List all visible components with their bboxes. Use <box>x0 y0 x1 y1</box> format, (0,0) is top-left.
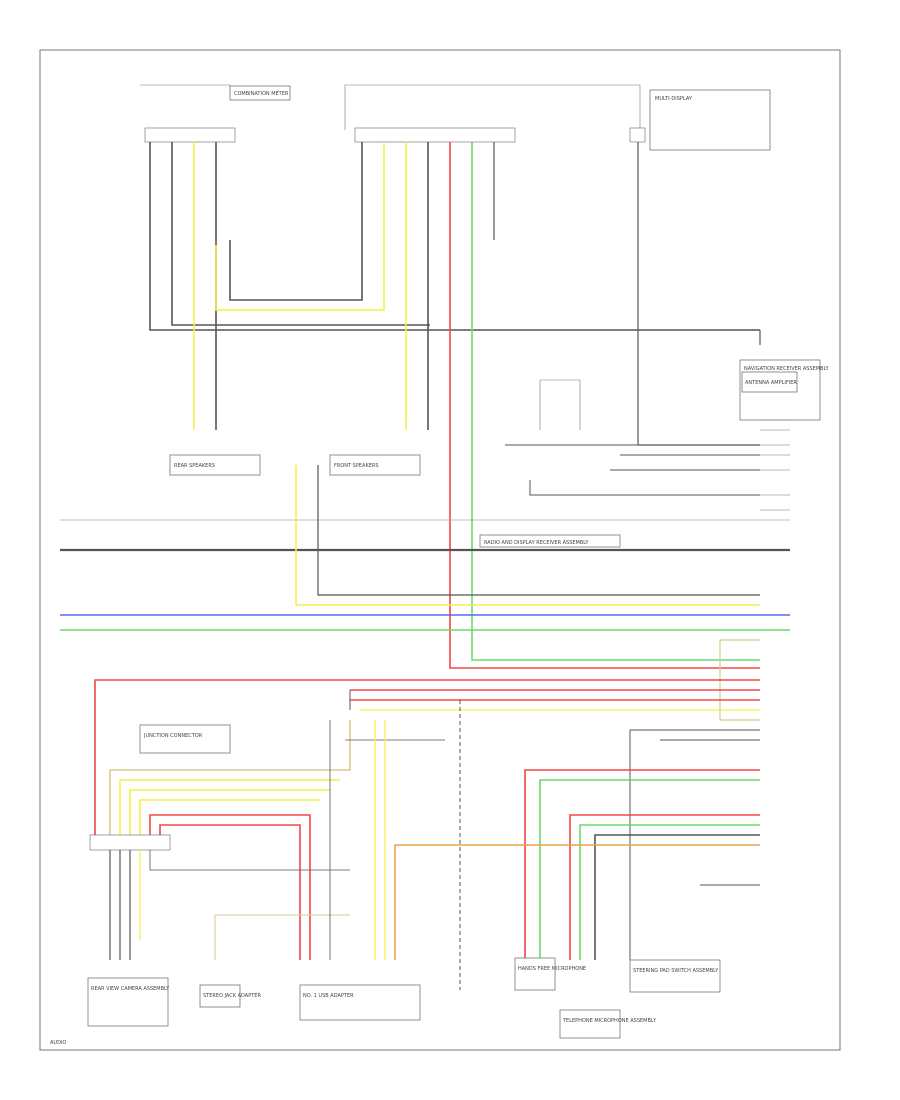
upper-wire-group <box>149 142 761 669</box>
horizontal-bus-group <box>60 465 790 721</box>
stereo-jack-label: STEREO JACK ADAPTER <box>203 993 261 999</box>
radio-tuner-block: RADIO AND DISPLAY RECEIVER ASSEMBLY <box>479 534 621 548</box>
rear-speakers-label: REAR SPEAKERS <box>174 463 215 469</box>
antenna-amplifier-label: ANTENNA AMPLIFIER <box>745 380 797 386</box>
antenna-amplifier-block: ANTENNA AMPLIFIER <box>539 371 798 430</box>
radio-tuner-label: RADIO AND DISPLAY RECEIVER ASSEMBLY <box>484 540 589 546</box>
junction-connector-block: JUNCTION CONNECTOR <box>139 724 231 754</box>
steering-switch-block: STEERING PAD SWITCH ASSEMBLY <box>629 959 721 993</box>
rear-speakers-block: REAR SPEAKERS <box>169 454 261 476</box>
diagram-frame <box>39 49 841 1051</box>
usb-adapter-block: NO. 1 USB ADAPTER <box>299 984 421 1021</box>
junction-area <box>89 700 461 990</box>
multi-display-block: MULTI-DISPLAY <box>649 89 771 151</box>
combination-meter-label: COMBINATION METER <box>234 91 289 97</box>
connector-top-left: COMBINATION METER <box>140 84 291 143</box>
telephone-mic-block: TELEPHONE MICROPHONE ASSEMBLY <box>559 1009 657 1039</box>
combination-meter-block: COMBINATION METER <box>229 85 291 101</box>
hands-free-block: HANDS FREE MICROPHONE <box>514 957 586 991</box>
usb-adapter-label: NO. 1 USB ADAPTER <box>303 993 354 999</box>
footer-label: AUDIO <box>50 1040 66 1046</box>
lower-wire-group <box>94 679 760 960</box>
navigation-receiver-label: NAVIGATION RECEIVER ASSEMBLY <box>744 366 830 372</box>
telephone-mic-label: TELEPHONE MICROPHONE ASSEMBLY <box>562 1018 657 1024</box>
front-speakers-label: FRONT SPEAKERS <box>334 463 379 469</box>
junction-connector-label: JUNCTION CONNECTOR <box>143 733 203 739</box>
hands-free-label: HANDS FREE MICROPHONE <box>518 966 586 972</box>
stereo-jack-block: STEREO JACK ADAPTER <box>199 984 261 1008</box>
rear-view-camera-block: REAR VIEW CAMERA ASSEMBLY <box>87 977 170 1027</box>
front-speakers-block: FRONT SPEAKERS <box>329 454 421 476</box>
multi-display-label: MULTI-DISPLAY <box>655 96 693 102</box>
right-upper-pins <box>505 419 790 511</box>
steering-switch-label: STEERING PAD SWITCH ASSEMBLY <box>633 968 719 974</box>
rear-view-camera-label: REAR VIEW CAMERA ASSEMBLY <box>91 986 170 992</box>
connector-top-middle: MULTI-DISPLAY <box>344 84 771 151</box>
